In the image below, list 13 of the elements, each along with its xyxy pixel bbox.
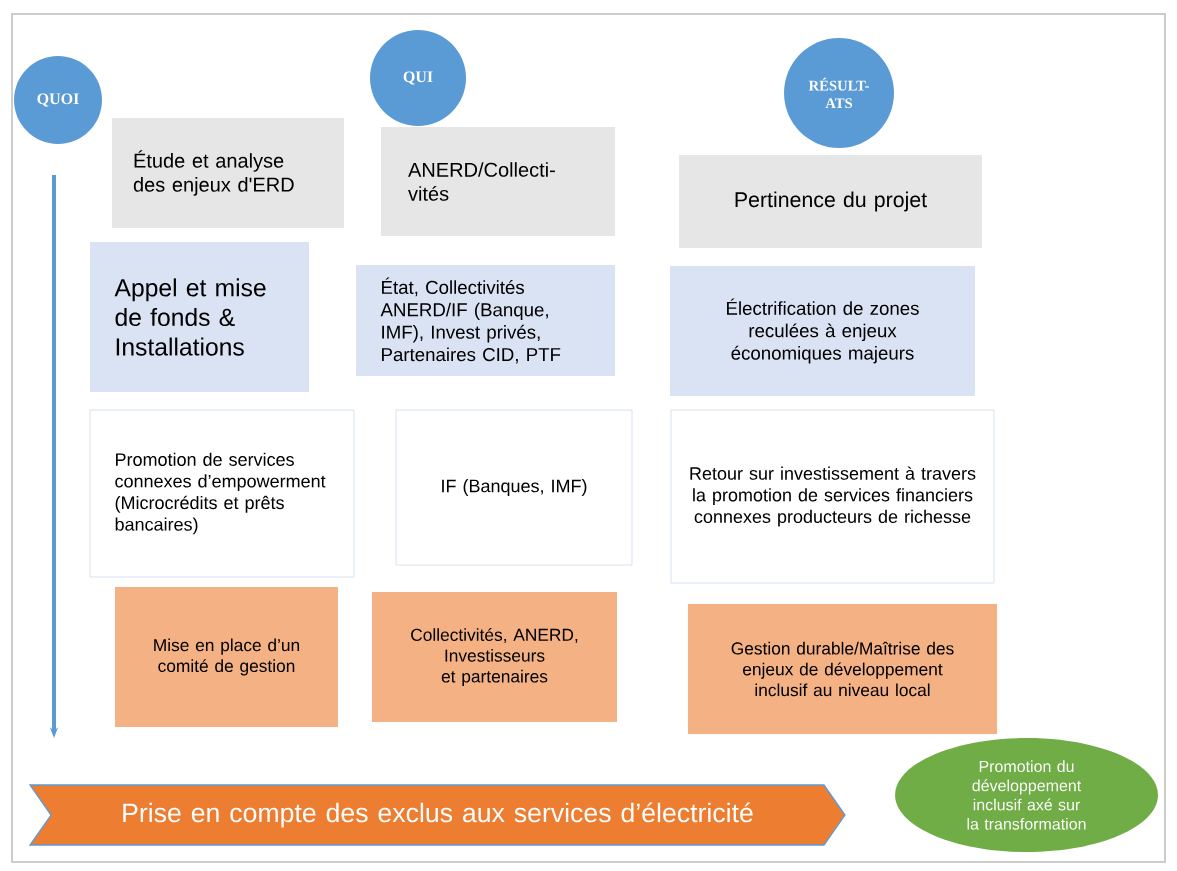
- step-box: Collectivités, ANERD, Investisseurs et partenaires: [371, 592, 618, 722]
- step-box: Promotion de services connexes d’empowerment (Microcrédits et prêts bancaires): [89, 409, 355, 578]
- step-box: État, Collectivités ANERD/IF (Banque, IMF), Invest privés, Partenaires CID, PTF: [356, 265, 615, 376]
- step-box: Pertinence du projet: [679, 154, 982, 249]
- step-box: Gestion durable/Maîtrise des enjeux de développement inclusif au niveau local: [688, 604, 998, 734]
- step-box: Retour sur investissement à travers la promotion de services financiers connexes producteurs de richesse: [670, 409, 995, 584]
- step-box: Électrification de zones reculées à enjeux économiques majeurs: [670, 266, 976, 396]
- step-box: ANERD/Collecti- vités: [381, 126, 615, 237]
- step-box: IF (Banques, IMF): [395, 409, 633, 566]
- step-box: Étude et analyse des enjeux d'ERD: [112, 118, 344, 228]
- step-box: Appel et mise de fonds & Installations: [90, 242, 309, 392]
- step-box: Mise en place d’un comité de gestion: [115, 587, 338, 727]
- chevron-banner: Prise en compte des exclus aux services d’électricité: [28, 784, 846, 846]
